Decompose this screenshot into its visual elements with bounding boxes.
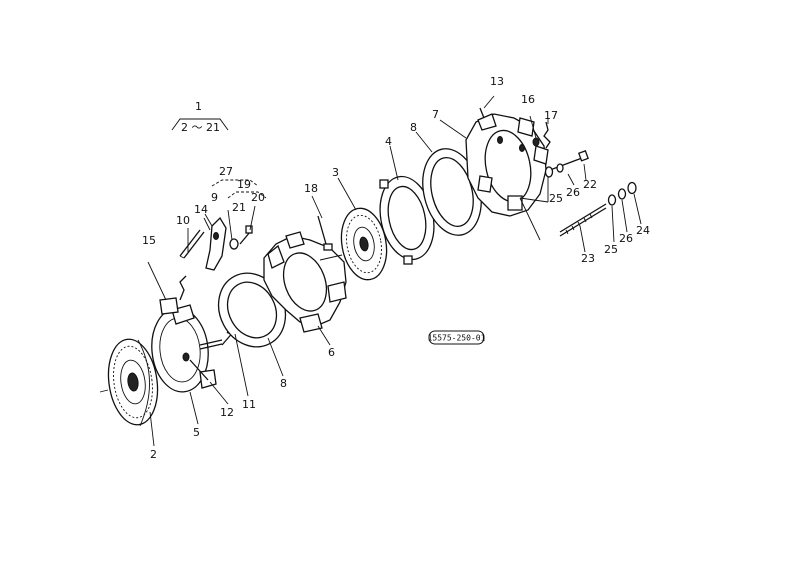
label-part-15: 15 — [142, 234, 156, 247]
nut-16 — [529, 115, 540, 147]
clutch-disc-rear — [319, 207, 388, 281]
label-part-5: 5 — [193, 426, 200, 439]
label-part-20: 20 — [251, 191, 265, 204]
clutch-cover — [263, 231, 347, 333]
pin-12 — [189, 359, 209, 381]
ref-code-text: 15575-250-01 — [428, 334, 486, 343]
label-part-22: 22 — [583, 178, 597, 191]
nut-21 — [229, 238, 239, 250]
label-part-17: 17 — [544, 109, 558, 122]
bolt-20 — [239, 225, 253, 245]
assembly-range: 2 ～ 21 — [181, 121, 220, 134]
assembly-number: 1 — [195, 100, 202, 113]
label-part-25-upper: 25 — [549, 192, 563, 205]
label-part-10: 10 — [176, 214, 190, 227]
label-part-12: 12 — [220, 406, 234, 419]
spring-15 — [179, 275, 187, 301]
group-bracket: 27 19 — [211, 165, 267, 199]
label-part-8-upper: 8 — [410, 121, 417, 134]
label-part-3: 3 — [332, 166, 339, 179]
pin-10 — [179, 229, 205, 259]
pressure-plate — [151, 297, 223, 393]
label-part-16: 16 — [521, 93, 535, 106]
group-label-19: 19 — [237, 178, 251, 191]
friction-plate-lower — [217, 272, 287, 348]
label-part-4: 4 — [385, 135, 392, 148]
nut-24 — [627, 181, 637, 195]
release-lever — [203, 216, 227, 271]
label-part-6: 6 — [328, 346, 335, 359]
label-part-2: 2 — [150, 448, 157, 461]
clutch-disc-front — [99, 338, 159, 427]
label-part-13: 13 — [490, 75, 504, 88]
label-part-18: 18 — [304, 182, 318, 195]
assembly-callout: 1 2 ～ 21 — [171, 100, 229, 134]
group-label-27: 27 — [219, 165, 233, 178]
pin-18 — [317, 215, 333, 251]
friction-plate-upper — [422, 148, 482, 236]
label-part-25-lower: 25 — [604, 243, 618, 256]
label-part-14: 14 — [194, 203, 208, 216]
bolt-22 — [549, 150, 589, 171]
washer-25-upper — [544, 166, 554, 178]
label-part-21: 21 — [232, 201, 246, 214]
leader-lines — [147, 119, 642, 447]
label-part-9: 9 — [211, 191, 218, 204]
washer-26-upper — [556, 163, 564, 173]
part-labels: 2 3 4 5 6 7 8 8 9 10 11 12 13 14 15 16 1… — [142, 75, 650, 461]
label-part-23: 23 — [581, 252, 595, 265]
washer-25-lower — [607, 194, 617, 206]
label-part-8-lower: 8 — [280, 377, 287, 390]
flywheel-housing — [465, 113, 549, 217]
intermediate-plate — [379, 175, 435, 265]
ref-code-box: 15575-250-01 — [428, 330, 486, 345]
spring-17 — [543, 118, 551, 149]
stud-23 — [519, 176, 607, 241]
label-part-7: 7 — [432, 108, 439, 121]
label-part-11: 11 — [242, 398, 256, 411]
label-part-24: 24 — [636, 224, 650, 237]
bolt-13 — [479, 95, 495, 119]
label-part-26-upper: 26 — [566, 186, 580, 199]
label-part-26-lower: 26 — [619, 232, 633, 245]
washer-26-lower — [617, 188, 627, 200]
